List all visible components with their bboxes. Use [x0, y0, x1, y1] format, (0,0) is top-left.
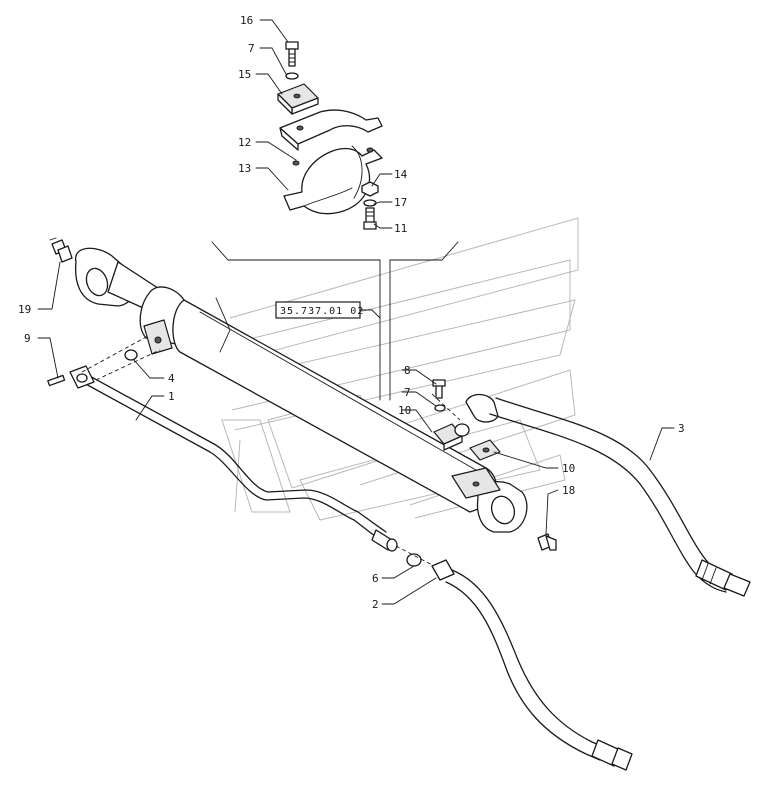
reference-frame-lines — [211, 241, 459, 401]
clamp-nut — [361, 181, 379, 197]
callout-7: 7 — [248, 42, 255, 55]
callout-18: 18 — [562, 484, 575, 497]
callout-16: 16 — [240, 14, 253, 27]
cylinder-barrel — [172, 299, 498, 513]
callout-9: 9 — [24, 332, 31, 345]
washer-7 — [434, 404, 446, 412]
clamp-upper-half — [279, 109, 383, 145]
grease-nipple-base-end — [537, 533, 557, 551]
callout-leaders — [37, 19, 675, 605]
o-ring-5 — [454, 423, 470, 437]
pipe-clamp-assembly — [277, 41, 383, 230]
callout-14: 14 — [394, 168, 408, 181]
callout-3: 3 — [678, 422, 685, 435]
clamp-bolt — [285, 41, 299, 67]
callout-8: 8 — [404, 364, 411, 377]
rigid-pipe — [47, 365, 398, 552]
callout-15: 15 — [238, 68, 251, 81]
callout-12: 12 — [238, 136, 251, 149]
assembly-guide-lines — [81, 335, 461, 569]
flexible-hose-2 — [431, 559, 633, 771]
o-ring-4 — [124, 349, 138, 361]
o-ring-6 — [406, 553, 422, 567]
callout-11: 11 — [394, 222, 407, 235]
callout-4: 4 — [168, 372, 175, 385]
hydraulic-cylinder — [74, 247, 528, 533]
callout-19: 19 — [18, 303, 31, 316]
callout-13: 13 — [238, 162, 251, 175]
base-end-fittings — [432, 379, 501, 461]
clamp-washer — [285, 72, 299, 80]
callout-17: 17 — [394, 196, 407, 209]
clamp-lock-washer — [363, 199, 377, 207]
callout-1: 1 — [168, 390, 175, 403]
flexible-hose-3 — [465, 393, 751, 597]
callout-10b: 10 — [562, 462, 575, 475]
callout-7b: 7 — [404, 386, 411, 399]
callout-10: 10 — [398, 404, 411, 417]
clamp-lower-half — [283, 147, 383, 215]
callout-labels: 16 7 15 12 13 14 17 11 19 9 4 1 8 7 10 1… — [18, 14, 685, 611]
grease-nipple-rod-end — [49, 237, 73, 263]
clamp-lower-bolt — [363, 207, 377, 230]
reference-code: 35.737.01 02 — [280, 306, 364, 317]
callout-2: 2 — [372, 598, 379, 611]
reference-box: 35.737.01 02 — [275, 301, 381, 319]
callout-6: 6 — [372, 572, 379, 585]
